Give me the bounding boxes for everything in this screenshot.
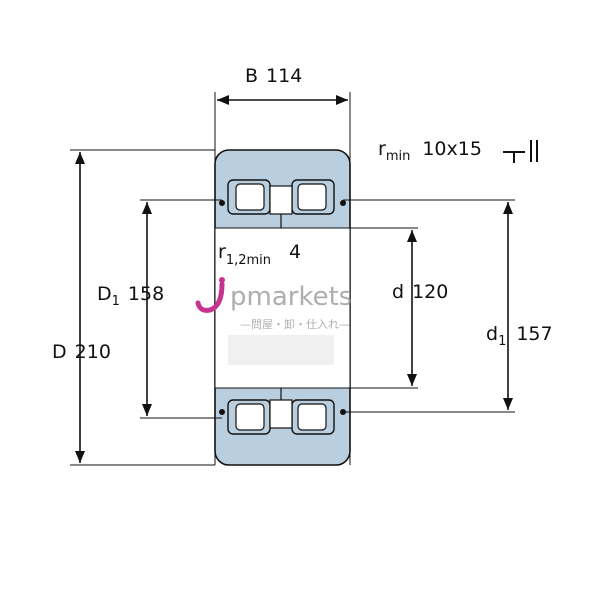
bottom-roller-row <box>219 388 346 435</box>
watermark-brand: pmarkets <box>230 282 352 312</box>
watermark: pmarkets —問屋・卸・仕入れ— <box>195 277 352 331</box>
perpendicular-parallel-icon <box>503 140 538 163</box>
bearing-section <box>214 149 351 466</box>
top-roller-row <box>219 179 346 228</box>
watermark-logo-icon <box>195 277 225 313</box>
watermark-tagline: —問屋・卸・仕入れ— <box>240 317 350 331</box>
